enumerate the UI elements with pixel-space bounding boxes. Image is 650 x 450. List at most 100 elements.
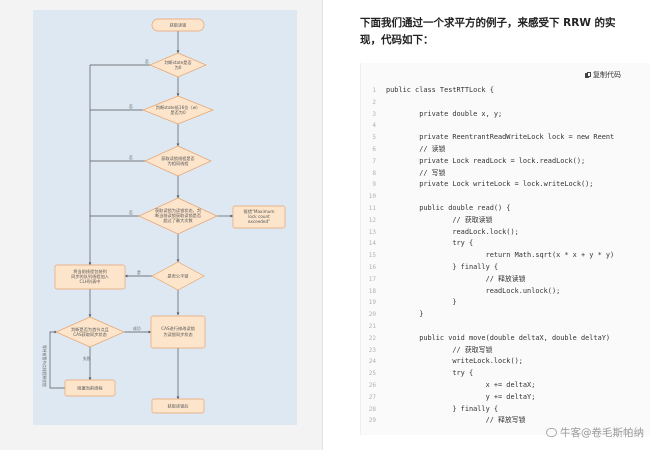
code-line: 16 } finally { xyxy=(361,262,650,274)
node-enqueue: 将当前线程包装到 同步的队列线程加入 CLH列表中 xyxy=(54,264,126,290)
line-number: 16 xyxy=(368,263,376,271)
code-text: private ReentrantReadWriteLock lock = ne… xyxy=(386,133,615,142)
line-number: 11 xyxy=(368,204,376,212)
copy-code-label: 复制代码 xyxy=(593,71,621,79)
code-line: 22 public void move(double deltaX, doubl… xyxy=(361,333,650,345)
code-lines: 1 public class TestRTTLock { 2 3 private do… xyxy=(361,85,650,427)
flowchart-page: 否 否 否 否 是 成功 失败 获取读锁 判断state是否 为0 判断stat… xyxy=(0,0,322,450)
svg-text:超过了最大次数: 超过了最大次数 xyxy=(163,217,193,224)
line-number: 20 xyxy=(368,311,376,319)
code-line: 26 x += deltaX; xyxy=(361,380,650,392)
svg-text:断当前读锁获取读锁是否: 断当前读锁获取读锁是否 xyxy=(155,212,201,219)
node-check-state: 判断state是否 为0 xyxy=(149,52,207,78)
line-number: 12 xyxy=(368,216,376,224)
code-line: 3 private double x, y; xyxy=(361,109,650,121)
node-check-write: 判断state低16位（w） 是否为0 xyxy=(142,95,214,125)
copy-code-button[interactable]: 复制代码 xyxy=(585,70,621,80)
code-line: 28 } finally { xyxy=(361,404,650,416)
code-line: 24 writeLock.lock(); xyxy=(361,356,650,368)
code-line: 15 return Math.sqrt(x * x + y * y) xyxy=(361,250,650,262)
node-check-fair: 是否公平锁 xyxy=(151,261,205,291)
svg-text:CLH列表中: CLH列表中 xyxy=(80,278,101,285)
watermark-text: 牛客@卷毛斯帕纳 xyxy=(560,427,644,439)
line-number: 2 xyxy=(372,98,376,106)
line-number: 14 xyxy=(368,240,376,248)
code-text: public void move(double deltaX, double d… xyxy=(386,333,611,342)
line-number: 9 xyxy=(372,181,376,189)
code-line: 7 private Lock readLock = lock.readLock(… xyxy=(361,156,650,168)
code-text: try { xyxy=(386,239,474,248)
svg-text:将当前线程包装到: 将当前线程包装到 xyxy=(73,268,107,275)
line-number: 19 xyxy=(368,299,376,307)
svg-text:为0: 为0 xyxy=(175,64,182,71)
node-end: 获取读锁后 xyxy=(151,398,205,414)
code-line: 6 // 读锁 xyxy=(361,144,650,156)
code-text: // 释放写锁 xyxy=(386,416,526,425)
line-number: 3 xyxy=(372,110,376,118)
code-text: public class TestRTTLock { xyxy=(386,86,494,94)
code-text: public double read() { xyxy=(386,203,511,212)
code-line: 9 private Lock writeLock = lock.writeLoc… xyxy=(361,179,650,191)
code-text: } finally { xyxy=(386,262,499,271)
line-number: 1 xyxy=(372,87,376,94)
edge-label-no-1: 否 xyxy=(145,59,149,64)
code-line: 18 readLock.unlock(); xyxy=(361,286,650,298)
code-text: // 获取读锁 xyxy=(386,215,493,224)
svg-text:获取读锁后: 获取读锁后 xyxy=(168,403,189,410)
code-text: writeLock.lock(); xyxy=(386,357,523,366)
code-text: // 释放读锁 xyxy=(386,274,526,283)
code-line: 27 y += deltaY; xyxy=(361,392,650,404)
svg-text:获取读锁线程是否: 获取读锁线程是否 xyxy=(161,155,195,162)
code-line: 20 } xyxy=(361,309,650,321)
line-number: 24 xyxy=(368,358,376,366)
code-text: readLock.lock(); xyxy=(386,227,519,236)
side-note: 等待前置节点线程释放锁 xyxy=(42,345,47,387)
line-number: 15 xyxy=(368,252,376,260)
svg-text:阻塞当前线程: 阻塞当前线程 xyxy=(77,385,103,392)
article-intro: 下面我们通过一个求平方的例子，来感受下 RRW 的实现，代码如下： xyxy=(360,17,616,46)
code-text: return Math.sqrt(x * x + y * y) xyxy=(386,251,615,260)
line-number: 28 xyxy=(368,405,376,413)
flowchart-diagram: 否 否 否 否 是 成功 失败 获取读锁 判断state是否 为0 判断stat… xyxy=(42,18,286,414)
line-number: 22 xyxy=(368,334,376,342)
line-number: 21 xyxy=(368,322,376,330)
line-number: 29 xyxy=(368,417,376,425)
line-number: 25 xyxy=(368,370,376,378)
code-line: 4 xyxy=(361,120,650,132)
code-line: 13 readLock.lock(); xyxy=(361,227,650,239)
code-text: private Lock readLock = lock.readLock(); xyxy=(386,156,586,165)
svg-text:判断state低16位（w）: 判断state低16位（w） xyxy=(156,104,201,111)
node-block: 阻塞当前线程 xyxy=(64,379,116,397)
line-number: 7 xyxy=(372,157,376,165)
line-number: 17 xyxy=(368,275,376,283)
code-text: // 读锁 xyxy=(386,144,446,153)
line-number: 23 xyxy=(368,346,376,354)
svg-text:exceeded": exceeded" xyxy=(248,219,270,224)
watermark: 牛客@卷毛斯帕纳 xyxy=(546,425,644,440)
line-number: 27 xyxy=(368,393,376,401)
node-check-head: 判断是否为首节点且 CAS获取同步状态 xyxy=(55,316,125,348)
copy-icon xyxy=(585,71,591,79)
node-check-owner: 获取读锁线程是否 为相同线程 xyxy=(144,145,212,177)
code-line: 11 public double read() { xyxy=(361,203,650,215)
code-text: // 获取写锁 xyxy=(386,345,493,354)
line-number: 8 xyxy=(372,169,376,177)
svg-text:获取读锁为读锁状态，判: 获取读锁为读锁状态，判 xyxy=(155,207,201,214)
line-number: 4 xyxy=(372,122,376,130)
code-text: } xyxy=(386,310,424,319)
edge-label-no-2: 否 xyxy=(129,104,133,109)
svg-text:判断state是否: 判断state是否 xyxy=(164,59,191,66)
flowchart-panel: 否 否 否 否 是 成功 失败 获取读锁 判断state是否 为0 判断stat… xyxy=(33,10,297,425)
code-text: private Lock writeLock = lock.writeLock(… xyxy=(386,180,594,189)
svg-text:为相同线程: 为相同线程 xyxy=(168,160,190,167)
code-line: 10 xyxy=(361,191,650,203)
line-number: 13 xyxy=(368,228,376,236)
node-max-error: 报错"Maximum lock count exceeded" xyxy=(232,205,286,229)
code-line: 12 // 获取读锁 xyxy=(361,215,650,227)
code-text: } xyxy=(386,298,457,307)
code-text: y += deltaY; xyxy=(386,392,536,401)
line-number: 5 xyxy=(372,134,376,142)
node-start: 获取读锁 xyxy=(151,18,205,32)
code-line: 25 try { xyxy=(361,368,650,380)
code-text: readLock.unlock(); xyxy=(386,286,561,295)
